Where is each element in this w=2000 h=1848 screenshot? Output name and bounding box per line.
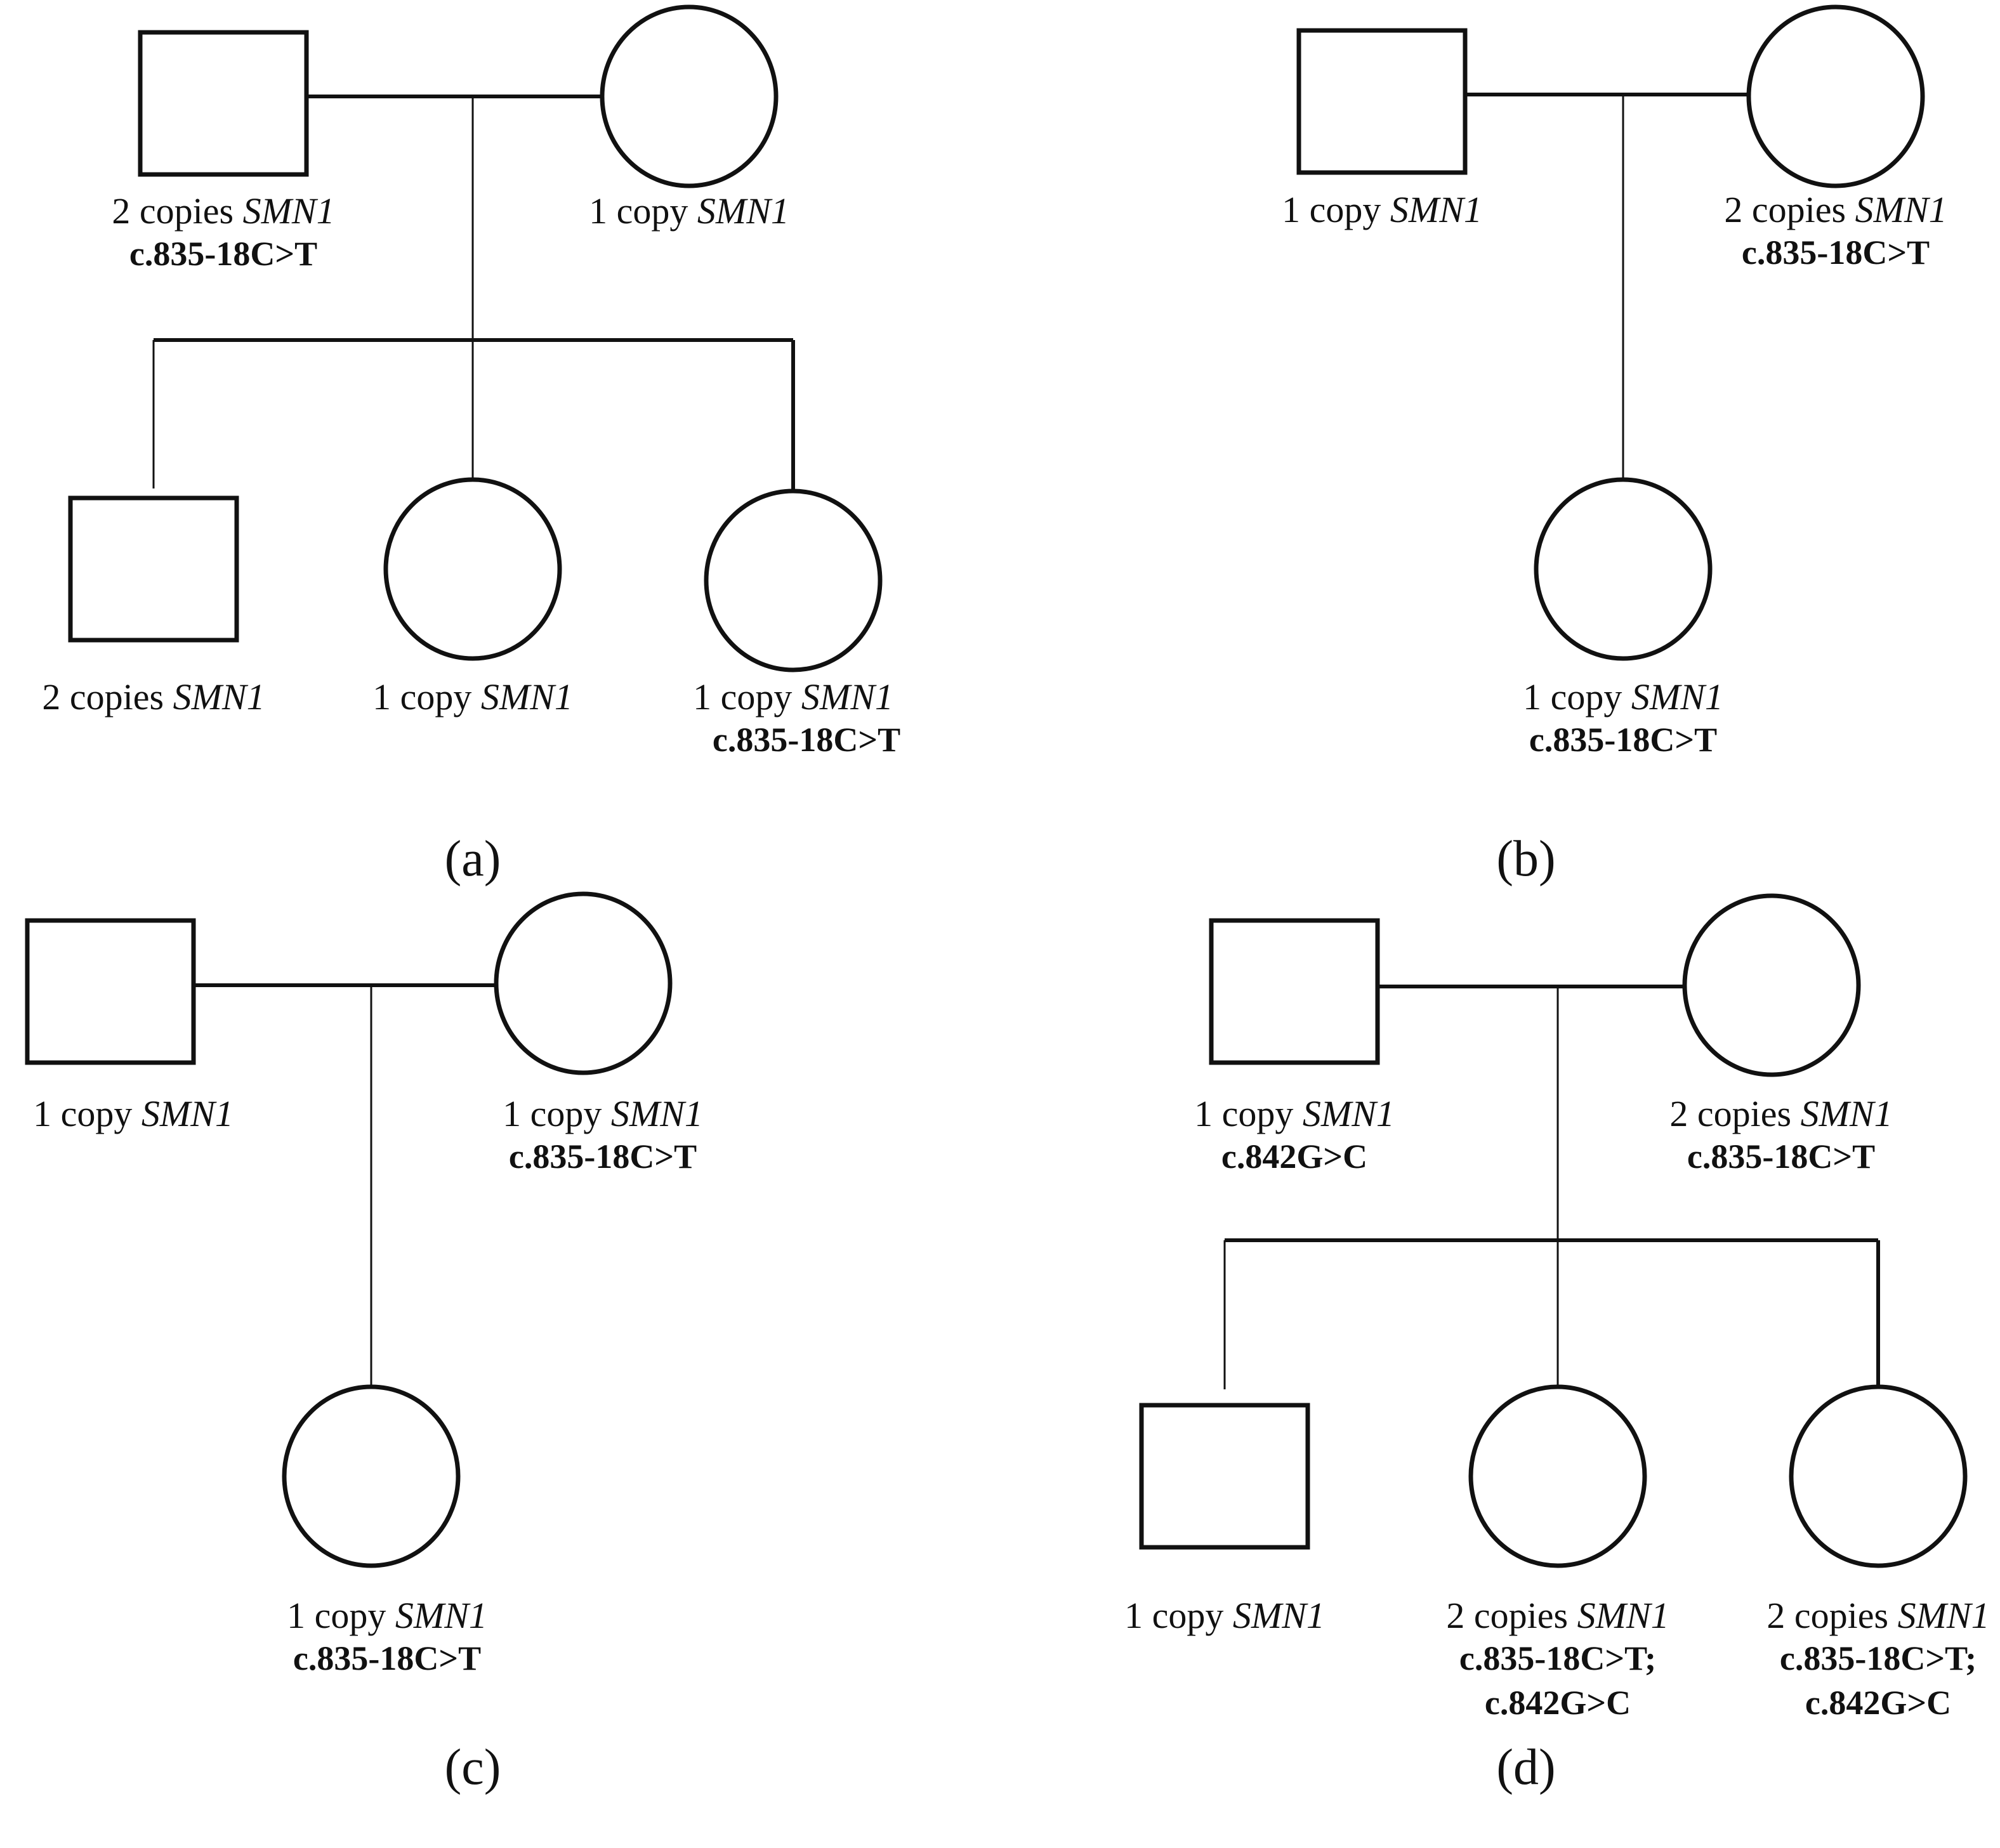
copy-number-label: 1 copy SMN1 (693, 676, 893, 718)
panel-c-father-male-square (25, 918, 196, 1065)
copy-count: 1 copy (1124, 1595, 1223, 1636)
panel-d-father-male-square (1209, 918, 1380, 1065)
panel-a-mother-female-circle (600, 4, 779, 188)
copy-count: 1 copy (287, 1595, 386, 1636)
panel-d-child-1-male-square (1139, 1403, 1310, 1550)
panel-a-child-1-male-square (68, 495, 239, 643)
panel-caption: (d) (1496, 1740, 1555, 1795)
panel-a-father-male-square (138, 30, 309, 177)
copy-number-label: 1 copy SMN1 (589, 190, 789, 232)
copy-number-label: 1 copy SMN1 (287, 1595, 487, 1636)
gene-name: SMN1 (1855, 189, 1947, 230)
copy-number-label: 2 copies SMN1 (1446, 1595, 1669, 1636)
copy-number-label: 1 copy SMN1 (1523, 676, 1723, 718)
gene-name: SMN1 (801, 676, 893, 718)
gene-name: SMN1 (1233, 1595, 1325, 1636)
mutation-label: c.835-18C>T; (1459, 1639, 1656, 1677)
gene-name: SMN1 (697, 190, 789, 232)
copy-count: 2 copies (1669, 1093, 1791, 1134)
copy-number-label: 1 copy SMN1 (1124, 1595, 1325, 1636)
copy-number-label: 2 copies SMN1 (1766, 1595, 1989, 1636)
mutation-label: c.842G>C (1221, 1137, 1367, 1176)
copy-count: 2 copies (1446, 1595, 1568, 1636)
panel-b-father-male-square (1296, 28, 1468, 175)
gene-name: SMN1 (173, 676, 265, 718)
copy-number-label: 2 copies SMN1 (1724, 189, 1947, 230)
copy-number-label: 1 copy SMN1 (372, 676, 573, 718)
copy-count: 1 copy (589, 190, 688, 232)
copy-count: 2 copies (1724, 189, 1846, 230)
copy-number-label: 2 copies SMN1 (1669, 1093, 1892, 1134)
mutation-label: c.835-18C>T (1687, 1137, 1875, 1176)
gene-name: SMN1 (1577, 1595, 1669, 1636)
gene-name: SMN1 (611, 1093, 703, 1134)
copy-number-label: 2 copies SMN1 (42, 676, 265, 718)
copy-number-label: 1 copy SMN1 (503, 1093, 703, 1134)
panel-c-mother-female-circle (494, 891, 673, 1075)
gene-name: SMN1 (395, 1595, 487, 1636)
mutation-label: c.842G>C (1485, 1684, 1631, 1722)
copy-number-label: 2 copies SMN1 (112, 190, 334, 232)
gene-name: SMN1 (1898, 1595, 1990, 1636)
panel-b-child-1-female-circle (1534, 477, 1713, 661)
gene-name: SMN1 (1390, 189, 1482, 230)
mutation-label: c.835-18C>T (1529, 721, 1717, 759)
copy-count: 1 copy (372, 676, 471, 718)
gene-name: SMN1 (141, 1093, 234, 1134)
mutation-label: c.842G>C (1805, 1684, 1951, 1722)
mutation-label: c.835-18C>T (129, 235, 317, 273)
panel-b-mother-female-circle (1746, 4, 1925, 188)
panel-d-child-2-female-circle (1468, 1384, 1647, 1568)
panel-caption: (a) (445, 831, 501, 887)
mutation-label: c.835-18C>T; (1780, 1639, 1977, 1677)
mutation-label: c.835-18C>T (713, 721, 900, 759)
gene-name: SMN1 (1631, 676, 1723, 718)
panel-caption: (c) (445, 1740, 501, 1795)
copy-count: 1 copy (1194, 1093, 1293, 1134)
panel-c-child-1-female-circle (282, 1384, 461, 1568)
panel-d-mother-female-circle (1682, 893, 1861, 1077)
copy-count: 1 copy (693, 676, 792, 718)
copy-count: 1 copy (503, 1093, 602, 1134)
gene-name: SMN1 (1303, 1093, 1395, 1134)
copy-count: 2 copies (42, 676, 164, 718)
gene-name: SMN1 (1801, 1093, 1893, 1134)
copy-number-label: 1 copy SMN1 (33, 1093, 234, 1134)
copy-count: 1 copy (33, 1093, 132, 1134)
mutation-label: c.835-18C>T (509, 1137, 697, 1176)
copy-count: 1 copy (1523, 676, 1622, 718)
copy-number-label: 1 copy SMN1 (1282, 189, 1482, 230)
panel-d-child-3-female-circle (1789, 1384, 1968, 1568)
gene-name: SMN1 (243, 190, 335, 232)
copy-count: 2 copies (112, 190, 234, 232)
gene-name: SMN1 (481, 676, 573, 718)
panel-a-child-3-female-circle (704, 488, 883, 672)
panel-caption: (b) (1496, 831, 1555, 887)
panel-a-child-2-female-circle (383, 477, 562, 661)
mutation-label: c.835-18C>T (1742, 233, 1930, 272)
copy-number-label: 1 copy SMN1 (1194, 1093, 1395, 1134)
copy-count: 2 copies (1766, 1595, 1888, 1636)
copy-count: 1 copy (1282, 189, 1381, 230)
mutation-label: c.835-18C>T (293, 1639, 481, 1677)
